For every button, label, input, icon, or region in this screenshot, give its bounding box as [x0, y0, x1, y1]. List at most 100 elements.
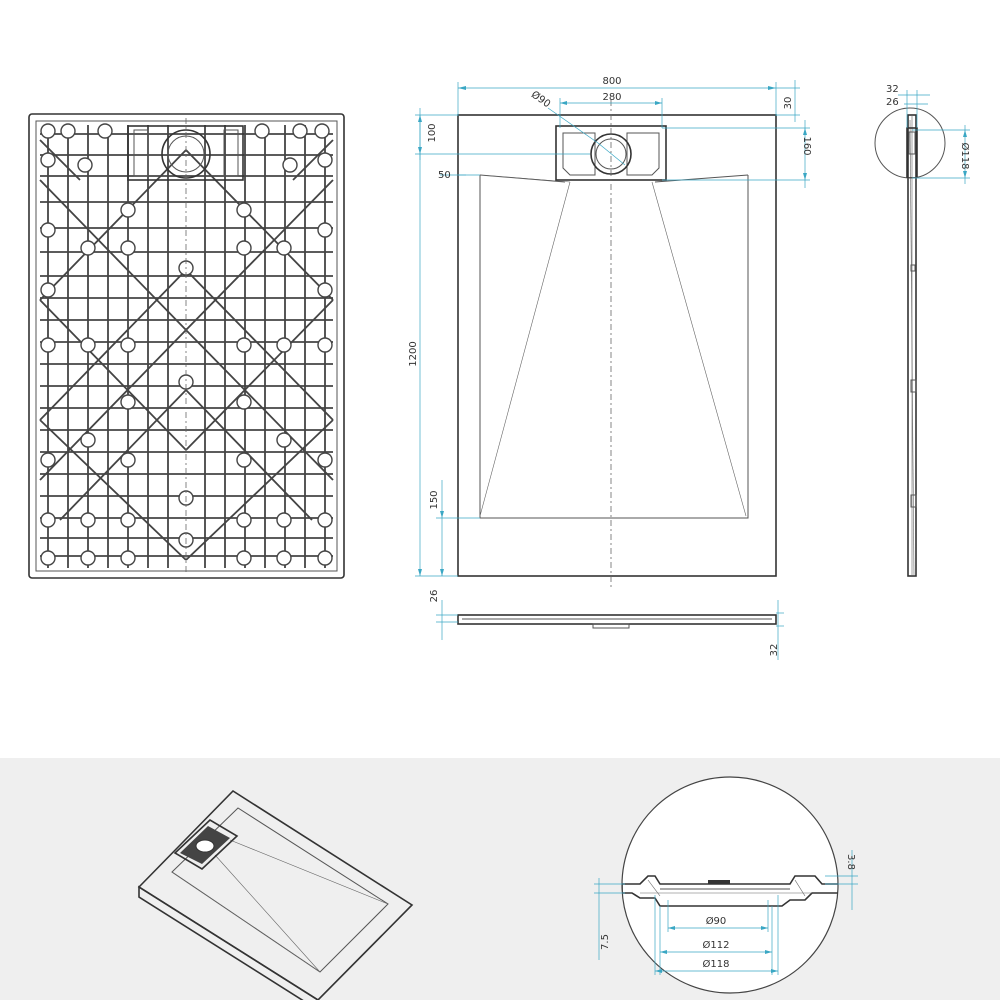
underside-rib-diagonal [292, 139, 334, 181]
isometric-view [137, 789, 414, 1000]
tray-underside-inner-rim [35, 120, 338, 572]
support-foot [282, 157, 298, 173]
slope-line-left [479, 181, 571, 517]
support-foot [314, 123, 330, 139]
drain-housing-frame [127, 125, 244, 181]
support-foot [120, 452, 136, 468]
underside-rib-diagonal [185, 299, 334, 451]
dim-side-total-32: 32 [886, 84, 899, 95]
dim-front-height-32: 32 [769, 644, 780, 657]
support-foot [276, 512, 292, 528]
support-foot [254, 123, 270, 139]
detail-drain-section [622, 875, 838, 907]
support-foot [276, 240, 292, 256]
side-profile-notch-1 [910, 379, 917, 393]
support-foot [120, 394, 136, 410]
support-foot [236, 452, 252, 468]
dim-detail-step-3-8: 3.8 [845, 854, 856, 870]
side-profile-notch-3 [910, 264, 916, 272]
slope-line-top-left [479, 174, 571, 183]
support-foot [40, 222, 56, 238]
support-foot [236, 550, 252, 566]
dim-length-1200: 1200 [408, 341, 419, 366]
tray-surface-edge-right [654, 174, 749, 183]
support-foot [276, 337, 292, 353]
underside-rib-diagonal [185, 329, 334, 481]
underside-rib-diagonal [185, 149, 334, 301]
underside-rib-diagonal [39, 139, 81, 181]
support-foot [40, 337, 56, 353]
support-foot [317, 550, 333, 566]
support-foot [40, 512, 56, 528]
underside-rib-diagonal [39, 299, 187, 451]
tray-drain-surface [479, 175, 749, 519]
iso-drain [173, 819, 239, 870]
underside-rib-diagonal [39, 179, 187, 331]
dim-side-waste-118: Ø118 [959, 143, 971, 170]
side-profile-notch-2 [910, 494, 917, 508]
support-foot [40, 550, 56, 566]
dim-detail-left-7-5: 7.5 [600, 934, 611, 950]
dim-drain-diameter-90: Ø90 [529, 89, 553, 111]
drain-left-panel [562, 132, 596, 176]
dim-detail-dia-118: Ø118 [703, 958, 730, 970]
dim-width-800: 800 [602, 76, 621, 87]
underside-rib-diagonal [39, 149, 187, 301]
detail-circle [621, 776, 839, 994]
dim-bottom-margin-150: 150 [429, 490, 440, 509]
support-foot [236, 240, 252, 256]
dim-top-offset-30: 30 [783, 97, 794, 110]
support-foot [40, 123, 56, 139]
dim-drain-block-160: 160 [801, 136, 812, 155]
support-foot [120, 337, 136, 353]
underside-rib-diagonal [185, 419, 334, 561]
iso-slope-line-2 [214, 854, 321, 973]
drain-housing-left-clip [133, 129, 149, 177]
support-foot [80, 337, 96, 353]
iso-slope-line [229, 839, 389, 905]
side-profile-hatch-2 [909, 119, 915, 577]
support-foot [236, 337, 252, 353]
support-foot [276, 550, 292, 566]
support-foot [120, 202, 136, 218]
support-foot [120, 512, 136, 528]
drain-housing-right-clip [223, 129, 239, 177]
support-foot [317, 337, 333, 353]
support-foot [80, 512, 96, 528]
support-foot [60, 123, 76, 139]
support-foot [236, 394, 252, 410]
side-view: 32 26 Ø118 [874, 84, 971, 577]
detail-grate-slot [708, 880, 730, 884]
support-foot [120, 240, 136, 256]
drain-right-panel [626, 132, 660, 176]
underside-view [28, 113, 345, 579]
support-foot [80, 432, 96, 448]
dim-front-height-26: 26 [429, 590, 440, 603]
support-foot [236, 512, 252, 528]
dim-side-inner-26: 26 [886, 97, 899, 108]
front-view: 26 32 [429, 590, 784, 660]
tray-top-outline [457, 114, 777, 577]
tray-underside-outline [28, 113, 345, 579]
detail-view: 3.8 7.5 Ø90 Ø112 Ø118 [594, 776, 858, 994]
underside-rib-diagonal [39, 269, 187, 421]
support-foot [317, 452, 333, 468]
support-foot [317, 152, 333, 168]
underside-rib-diagonal [185, 269, 334, 421]
slope-line-right [651, 181, 747, 517]
support-foot [276, 432, 292, 448]
underside-rib-diagonal [39, 419, 187, 561]
support-foot [40, 452, 56, 468]
underside-rib-diagonal [185, 179, 334, 331]
support-foot [317, 222, 333, 238]
dim-drain-spacing-280: 280 [602, 92, 621, 103]
support-foot [317, 282, 333, 298]
dim-detail-dia-112: Ø112 [703, 939, 730, 951]
support-foot [80, 240, 96, 256]
support-foot [292, 123, 308, 139]
support-foot [40, 152, 56, 168]
dim-detail-dia-90: Ø90 [706, 915, 727, 927]
top-view-dimensions [415, 80, 810, 577]
